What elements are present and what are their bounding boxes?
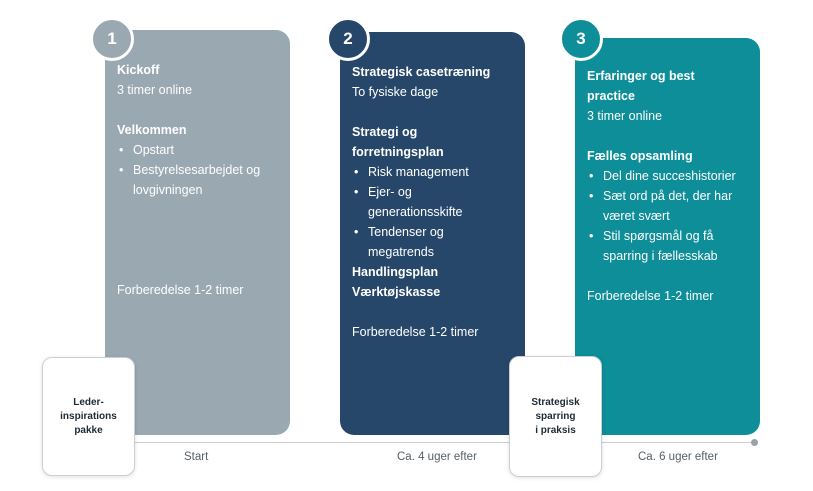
list-item: Del dine succeshistorier: [587, 166, 752, 186]
step-2-title: Strategisk casetræning: [352, 65, 491, 79]
list-item: Ejer- og generationsskifte: [352, 182, 478, 222]
timeline-label-start: Start: [184, 451, 209, 463]
card-line: inspirations: [60, 410, 117, 422]
timeline-label-4-weeks: Ca. 4 uger efter: [397, 451, 477, 463]
timeline-label-6-weeks: Ca. 6 uger efter: [638, 451, 718, 463]
step-2-extra-2: Værktøjskasse: [352, 285, 441, 299]
step-1-subtitle: 3 timer online: [117, 83, 193, 97]
step-1-title: Kickoff: [117, 63, 160, 77]
step-2-panel: Strategisk casetræning To fysiske dage S…: [340, 32, 525, 435]
step-1-bullets: Opstart Bestyrelsesarbejdet og lovgivnin…: [117, 140, 282, 200]
leader-inspiration-card: Leder- inspirations pakke: [42, 357, 135, 476]
step-2-badge: 2: [326, 17, 370, 61]
card-line: i praksis: [535, 424, 576, 436]
list-item: Risk management: [352, 162, 517, 182]
step-1-footer: Forberedelse 1-2 timer: [117, 283, 244, 297]
step-2-footer: Forberedelse 1-2 timer: [352, 325, 479, 339]
card-line: Strategisk: [531, 396, 580, 408]
step-1-panel: Kickoff 3 timer online Velkommen Opstart…: [105, 30, 290, 435]
step-2-extra-1: Handlingsplan: [352, 265, 439, 279]
step-3-bullets: Del dine succeshistorier Sæt ord på det,…: [587, 166, 752, 266]
timeline-end-dot: [751, 439, 758, 446]
list-item: Tendenser og megatrends: [352, 222, 478, 262]
step-2-section: Strategi og forretningsplan: [352, 125, 444, 159]
timeline-line: [135, 442, 755, 443]
card-line: sparring: [535, 410, 576, 422]
list-item: Sæt ord på det, der har været svært: [587, 186, 763, 226]
step-2-subtitle: To fysiske dage: [352, 85, 439, 99]
step-3-section: Fælles opsamling: [587, 149, 693, 163]
card-line: Leder-: [73, 396, 104, 408]
step-3-footer: Forberedelse 1-2 timer: [587, 289, 714, 303]
strategic-sparring-card: Strategisk sparring i praksis: [509, 356, 602, 477]
step-3-subtitle: 3 timer online: [587, 109, 663, 123]
card-line: pakke: [74, 424, 103, 436]
step-3-title: Erfaringer og best practice: [587, 69, 695, 103]
list-item: Bestyrelsesarbejdet og lovgivningen: [117, 160, 282, 200]
step-3-badge: 3: [559, 17, 603, 61]
list-item: Stil spørgsmål og få sparring i fællessk…: [587, 226, 743, 266]
step-1-section: Velkommen: [117, 123, 187, 137]
list-item: Opstart: [117, 140, 282, 160]
step-3-panel: Erfaringer og best practice 3 timer onli…: [575, 38, 760, 435]
step-2-bullets: Risk management Ejer- og generationsskif…: [352, 162, 517, 262]
step-1-badge: 1: [90, 17, 134, 61]
